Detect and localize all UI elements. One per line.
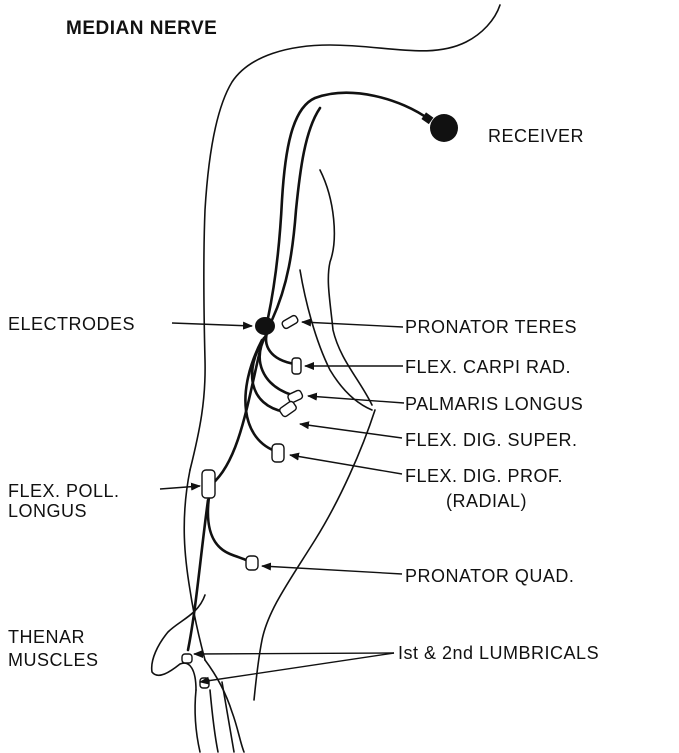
electrode-wires — [188, 93, 430, 650]
label-electrodes: ELECTRODES — [8, 314, 135, 334]
electrode-pronator-quad — [246, 556, 258, 570]
diagram-title: MEDIAN NERVE — [66, 18, 217, 39]
label-receiver: RECEIVER — [488, 126, 584, 146]
label-flex-carpi-rad: FLEX. CARPI RAD. — [405, 357, 571, 377]
forearm-inner — [184, 470, 205, 660]
wire-pronator-quad — [208, 490, 252, 563]
thumb-outline — [152, 595, 205, 690]
needle-electrodes — [182, 315, 303, 688]
cable-second-strand — [272, 108, 320, 320]
label-lumbricals: Ist & 2nd LUMBRICALS — [398, 643, 599, 663]
label-flex-dig-super: FLEX. DIG. SUPER. — [405, 430, 578, 450]
wire-flex-poll — [212, 342, 262, 484]
electrode-flex-poll — [202, 470, 215, 498]
label-flex-poll: FLEX. POLL. — [8, 481, 120, 501]
label-thenar: THENAR — [8, 627, 85, 647]
label-flex-dig-prof: FLEX. DIG. PROF. — [405, 466, 563, 486]
receiver-device — [421, 112, 458, 142]
electrode-pronator-teres — [281, 315, 299, 330]
electrode-lumbrical — [200, 678, 209, 688]
label-thenar-sub: MUSCLES — [8, 650, 99, 670]
label-flex-poll-sub: LONGUS — [8, 501, 87, 521]
electrode-flex-carpi — [292, 358, 301, 374]
label-palmaris-longus: PALMARIS LONGUS — [405, 394, 583, 414]
receiver-cable — [268, 93, 430, 318]
label-pronator-teres: PRONATOR TERES — [405, 317, 577, 337]
main-electrode — [255, 317, 275, 335]
electrode-thenar — [182, 654, 192, 663]
finger-2 — [210, 690, 218, 752]
upper-arm-right — [320, 170, 372, 405]
wire-palmaris — [260, 335, 292, 395]
electrode-flex-dig-super — [279, 400, 298, 417]
electrode-flex-dig-prof — [272, 444, 284, 462]
label-pronator-quad: PRONATOR QUAD. — [405, 566, 574, 586]
finger-3 — [222, 682, 234, 752]
label-flex-dig-prof-sub: (RADIAL) — [446, 491, 527, 511]
wire-flex-carpi — [266, 330, 295, 364]
finger-1 — [195, 690, 200, 752]
wire-thenar — [188, 500, 208, 650]
